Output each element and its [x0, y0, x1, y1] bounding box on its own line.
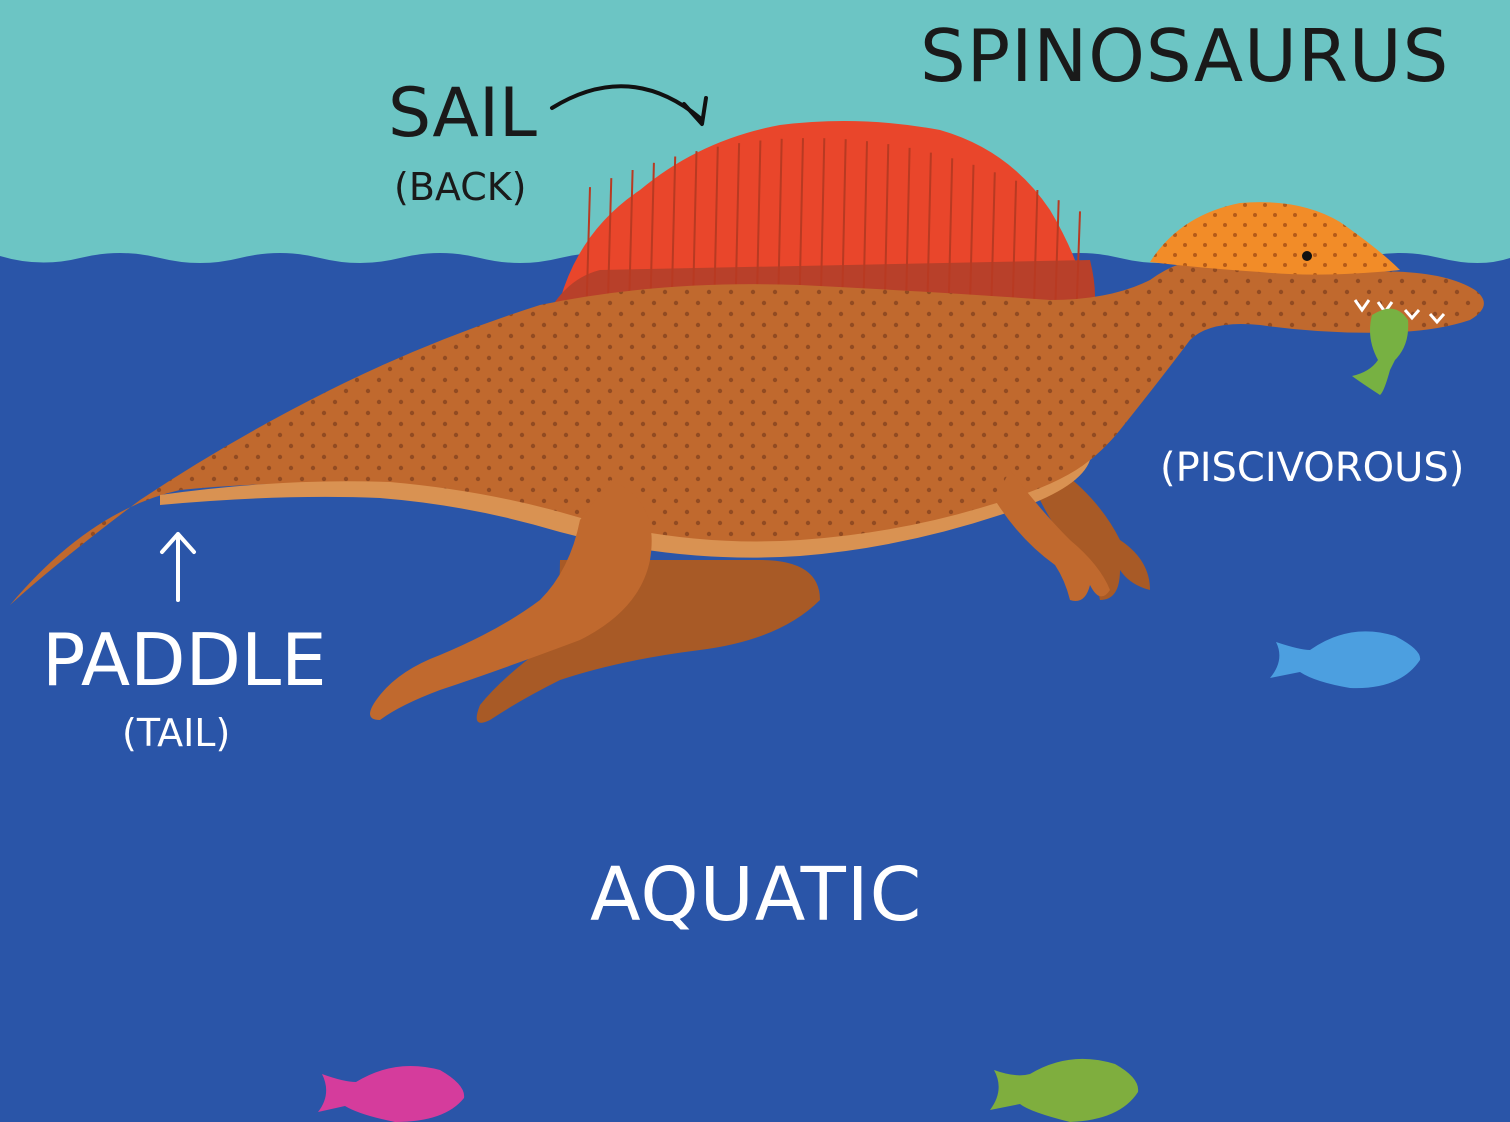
habitat-label: AQUATIC — [590, 858, 922, 932]
paddle-label: PADDLE — [42, 624, 327, 696]
diet-label: (PISCIVOROUS) — [1160, 448, 1464, 488]
diagram-title: SPINOSAURUS — [920, 20, 1449, 92]
paddle-note: (TAIL) — [122, 714, 230, 752]
sail-note: (BACK) — [394, 168, 527, 206]
dinosaur-eye — [1302, 251, 1312, 261]
sail-label: SAIL — [388, 80, 537, 148]
